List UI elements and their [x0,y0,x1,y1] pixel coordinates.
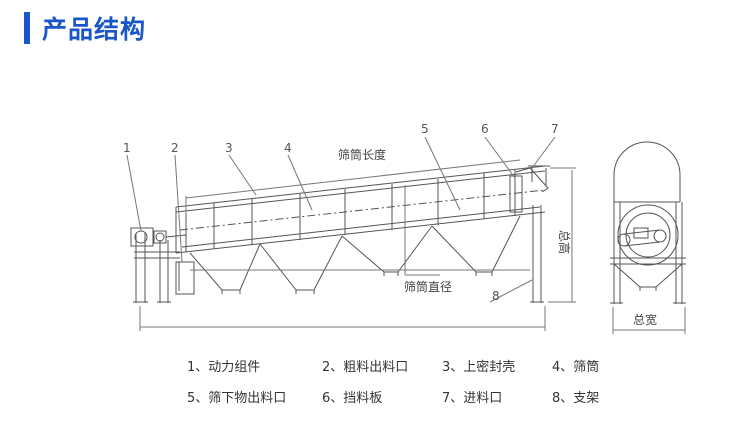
callout-5: 5 [421,122,429,136]
parts-legend: 1、动力组件 2、粗料出料口 3、上密封壳 4、筛筒 5、筛下物出料口 6、挡料… [187,356,627,406]
callout-8: 8 [492,289,500,303]
callout-6: 6 [481,122,489,136]
total-height-label: 总高 [557,230,572,254]
legend-item-coarse-outlet: 2、粗料出料口 [322,360,409,375]
page-title: 产品结构 [42,15,147,44]
screen-diameter-label: 筛筒直径 [404,279,452,294]
callout-2: 2 [171,141,179,155]
callout-7: 7 [551,122,559,136]
legend-item-undersize-outlet: 5、筛下物出料口 [187,391,287,406]
legend-item-support-frame: 8、支架 [552,391,600,406]
legend-item-baffle-plate: 6、挡料板 [322,391,383,406]
legend-item-screen-drum: 4、筛筒 [552,360,600,375]
callout-4: 4 [284,141,292,155]
callout-1: 1 [123,141,131,155]
callout-3: 3 [225,141,233,155]
legend-item-power-assembly: 1、动力组件 [187,360,261,375]
legend-item-feed-inlet: 7、进料口 [442,391,503,406]
title-accent-bar [24,12,30,44]
legend-item-upper-seal-shell: 3、上密封壳 [442,360,516,375]
total-width-label: 总宽 [633,312,657,327]
screen-length-label: 筛筒长度 [338,147,386,162]
